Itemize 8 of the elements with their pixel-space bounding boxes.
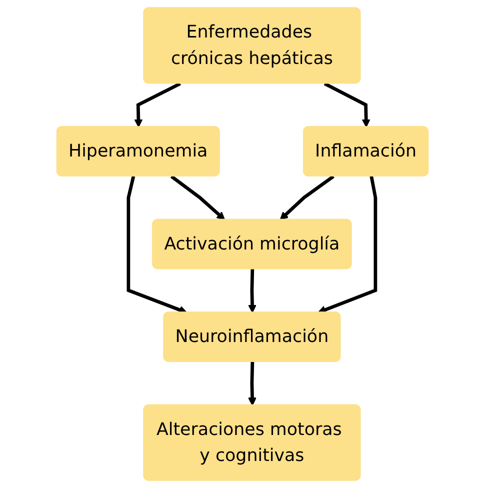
arrow [170, 175, 226, 220]
arrow [324, 82, 370, 128]
arrow [126, 176, 188, 314]
arrow [318, 176, 378, 314]
arrow [248, 362, 256, 406]
arrow [248, 269, 256, 313]
arrow [134, 82, 181, 128]
arrow [280, 174, 334, 220]
